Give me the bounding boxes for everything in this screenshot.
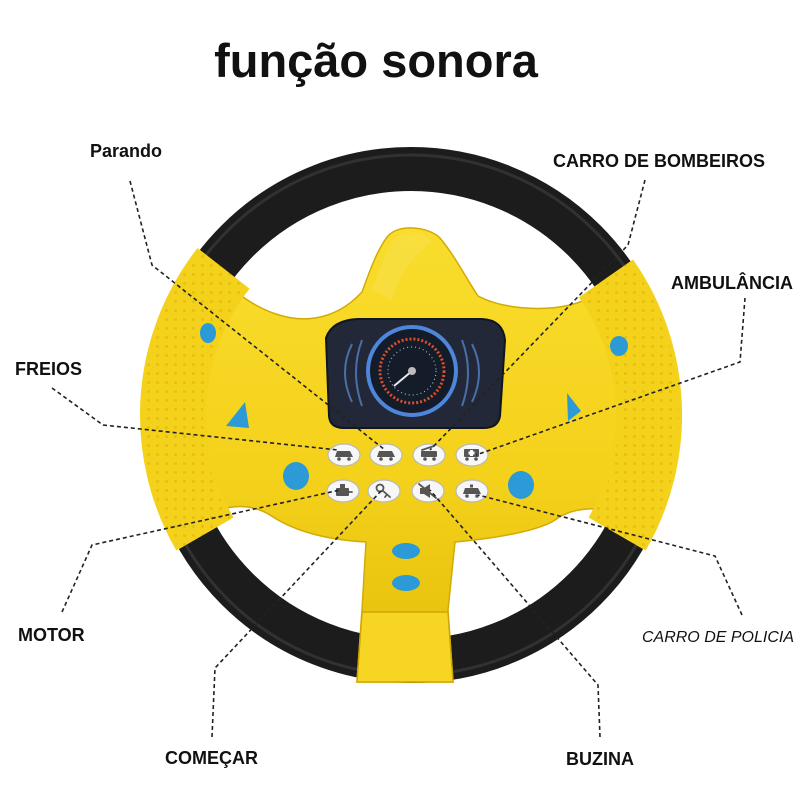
button-engine bbox=[326, 479, 360, 503]
speedometer-pivot bbox=[408, 367, 416, 375]
label-ambulancia: AMBULÂNCIA bbox=[671, 272, 793, 293]
right-arrow-icon bbox=[567, 393, 581, 421]
screen-right-scale-inner bbox=[461, 339, 469, 407]
diagram-title: função sonora bbox=[214, 34, 539, 87]
engine-icon bbox=[336, 484, 353, 496]
speedometer-red-scale bbox=[378, 337, 446, 405]
stem-blue-dot-upper bbox=[392, 543, 420, 559]
right-hub-blue-button bbox=[508, 471, 534, 499]
button-ambulance bbox=[455, 443, 489, 467]
ambulance-icon bbox=[464, 449, 479, 461]
screen-left-scale bbox=[344, 343, 353, 403]
brake-car-icon bbox=[335, 451, 353, 461]
right-grip-texture bbox=[581, 261, 680, 549]
label-carro-de-policia: CARRO DE POLICIA bbox=[642, 629, 794, 646]
label-parando: Parando bbox=[90, 141, 162, 161]
callout-line-carro-de-policia bbox=[477, 494, 743, 616]
horn-mute-icon bbox=[418, 483, 437, 499]
callout-line-carro-de-bombeiros bbox=[429, 179, 646, 451]
callout-line-buzina bbox=[429, 489, 601, 738]
label-carro-de-bombeiros: CARRO DE BOMBEIROS bbox=[553, 151, 765, 171]
callout-line-freios bbox=[51, 387, 339, 451]
fin-highlight bbox=[372, 232, 432, 300]
callout-line-ambulancia bbox=[475, 297, 746, 456]
button-police-car bbox=[455, 479, 489, 503]
label-motor: MOTOR bbox=[18, 625, 85, 645]
dashboard-screen bbox=[324, 318, 507, 429]
screen-right-scale bbox=[471, 343, 480, 403]
stem-blue-dot-lower bbox=[392, 575, 420, 591]
button-parking bbox=[369, 443, 403, 467]
label-freios: FREIOS bbox=[15, 359, 82, 379]
button-start bbox=[367, 479, 401, 503]
screen-left-scale-inner bbox=[355, 339, 363, 407]
left-hub-blue-button bbox=[283, 462, 309, 490]
callout-line-parando bbox=[129, 180, 386, 451]
speedometer-ticks bbox=[387, 346, 437, 396]
right-grip-blue-dot bbox=[610, 336, 628, 356]
left-arrow-icon bbox=[226, 402, 249, 428]
police-car-icon bbox=[463, 484, 481, 498]
parking-car-icon bbox=[377, 451, 395, 461]
label-buzina: BUZINA bbox=[566, 749, 634, 769]
left-grip-blue-dot bbox=[200, 323, 216, 343]
fire-truck-icon bbox=[421, 445, 437, 461]
label-comecar: COMEÇAR bbox=[165, 748, 258, 768]
callout-line-comecar bbox=[211, 489, 383, 738]
button-horn bbox=[411, 479, 445, 503]
stem-base bbox=[356, 611, 454, 683]
button-fire-truck bbox=[412, 443, 446, 467]
callout-line-motor bbox=[61, 489, 341, 613]
left-grip-texture bbox=[143, 249, 248, 549]
button-brake bbox=[327, 443, 361, 467]
